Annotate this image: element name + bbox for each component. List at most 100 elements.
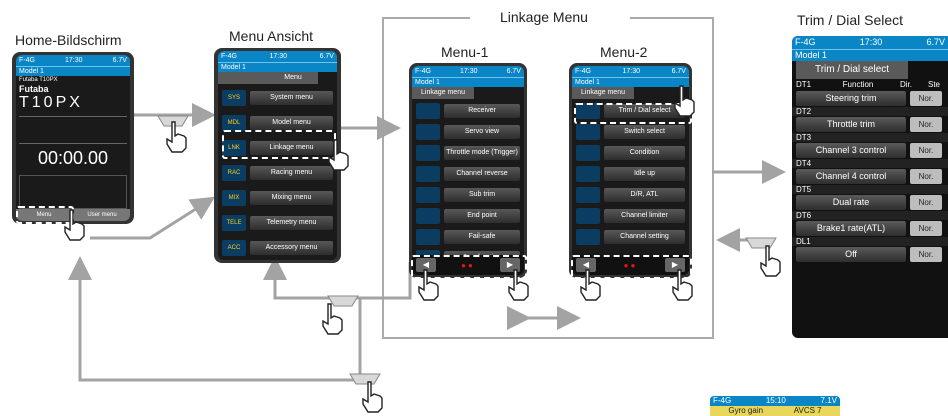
menu2-item[interactable]: Channel setting [576, 228, 685, 246]
trim-row-id: DT3 [792, 133, 948, 142]
menu1-prev-button[interactable]: ◀ [416, 258, 436, 272]
hand-pointer-icon [672, 269, 693, 301]
menu1-item[interactable]: Servo view [416, 123, 520, 141]
menu2-item[interactable]: Channel limiter [576, 207, 685, 225]
menu-title-tab: Menu [268, 72, 318, 84]
trim-direction[interactable]: Nor. [910, 169, 942, 184]
menu-item-icon [416, 229, 440, 245]
trim-row[interactable]: Channel 3 control Nor. [792, 142, 948, 159]
page-dots: ●● [623, 260, 638, 270]
menu2-next-button[interactable]: ▶ [664, 258, 685, 272]
trim-function[interactable]: Brake1 rate(ATL) [796, 221, 906, 236]
arrow-back-to-home [68, 256, 360, 382]
menu-item-icon [576, 145, 600, 161]
menu1-item[interactable]: Receiver [416, 102, 520, 120]
menu2-item-label: Condition [604, 146, 685, 160]
home-menu-button[interactable]: Menu [16, 209, 72, 221]
trim-row[interactable]: Dual rate Nor. [792, 194, 948, 211]
menu2-item-label: D/R, ATL [604, 188, 685, 202]
menu1-title-tab: Linkage menu [412, 87, 474, 99]
hand-pointer-icon [580, 269, 601, 301]
menu2-item[interactable]: Condition [576, 144, 685, 162]
linkage-frame [382, 17, 714, 339]
trim-function[interactable]: Steering trim [796, 91, 906, 106]
label-menu2: Menu-2 [600, 44, 648, 60]
home-model-line: Futaba T10PX [19, 77, 58, 83]
home-timer: 00:00.00 [37, 148, 109, 168]
menu2-prev-button[interactable]: ◀ [576, 258, 596, 272]
trim-direction[interactable]: Nor. [910, 221, 942, 236]
menu1-item-label: Sub trim [444, 188, 520, 202]
menu-item-label: Model menu [250, 116, 333, 130]
menu2-item[interactable]: Trim / Dial select [576, 102, 685, 120]
hand-pointer-icon [362, 381, 383, 413]
menu-item-icon: TELE [222, 215, 246, 231]
gyro-mode: AVCS 7 [793, 406, 822, 415]
menu2-item-label: Channel setting [604, 230, 685, 244]
trim-function[interactable]: Channel 3 control [796, 143, 906, 158]
menu-item-icon [576, 229, 600, 245]
trim-row-id: DT4 [792, 159, 948, 168]
label-linkage: Linkage Menu [500, 9, 588, 25]
trim-row[interactable]: Brake1 rate(ATL) Nor. [792, 220, 948, 237]
arrow-back-to-menu [263, 256, 360, 300]
trim-direction[interactable]: Nor. [910, 247, 942, 262]
menu2-item[interactable]: Idle up [576, 165, 685, 183]
hand-pointer-icon [418, 269, 439, 301]
label-trim: Trim / Dial Select [797, 12, 904, 28]
trim-function[interactable]: Channel 4 control [796, 169, 906, 184]
menu-item-icon [576, 166, 600, 182]
menu2-nav-highlight [571, 255, 692, 279]
hand-pointer-icon [760, 245, 781, 277]
trim-direction[interactable]: Nor. [910, 195, 942, 210]
menu1-next-button[interactable]: ▶ [499, 258, 520, 272]
menu1-item[interactable]: Channel reverse [416, 165, 520, 183]
menu-item-icon [576, 103, 600, 119]
menu1-item[interactable]: Throttle mode (Trigger) [416, 144, 520, 162]
menu2-item[interactable]: D/R, ATL [576, 186, 685, 204]
trim-row-id: DT2 [792, 107, 948, 116]
menu1-nav-bar: ◀ ●● ▶ [412, 255, 524, 275]
menu1-nav-highlight [411, 255, 527, 279]
trim-row[interactable]: Steering trim Nor. [792, 90, 948, 107]
trim-row[interactable]: Channel 4 control Nor. [792, 168, 948, 185]
menu2-item[interactable]: Switch select [576, 123, 685, 141]
trim-function[interactable]: Throttle trim [796, 117, 906, 132]
home-user-menu-button[interactable]: User menu [74, 209, 130, 221]
menu1-item[interactable]: End point [416, 207, 520, 225]
trim-direction[interactable]: Nor. [910, 143, 942, 158]
menu-item-icon: SYS [222, 90, 246, 106]
hand-pointer-icon [64, 209, 85, 241]
trim-header: DT1 Function Dir. Ste [796, 80, 941, 89]
trim-function[interactable]: Dual rate [796, 195, 906, 210]
touch-pad-back [327, 295, 359, 307]
trim-row-id: DT5 [792, 185, 948, 194]
label-menu1: Menu-1 [441, 44, 489, 60]
menu1-item[interactable]: Fail-safe [416, 228, 520, 246]
trim-direction[interactable]: Nor. [910, 117, 942, 132]
menu-item-icon [576, 187, 600, 203]
menu-item-icon: RAC [222, 165, 246, 181]
menu-item-label: Mixing menu [250, 191, 333, 205]
hand-pointer-icon [322, 303, 343, 335]
menu1-item[interactable]: Sub trim [416, 186, 520, 204]
trim-row[interactable]: Off Nor. [792, 246, 948, 263]
trim-direction[interactable]: Nor. [910, 91, 942, 106]
gyro-title: Gyro gain [728, 406, 764, 415]
trim-function[interactable]: Off [796, 247, 906, 262]
trim-row-id: DL1 [792, 237, 948, 246]
menu2-item-label: Channel limiter [604, 209, 685, 223]
trim-row[interactable]: Throttle trim Nor. [792, 116, 948, 133]
home-brand: Futaba [19, 84, 49, 94]
